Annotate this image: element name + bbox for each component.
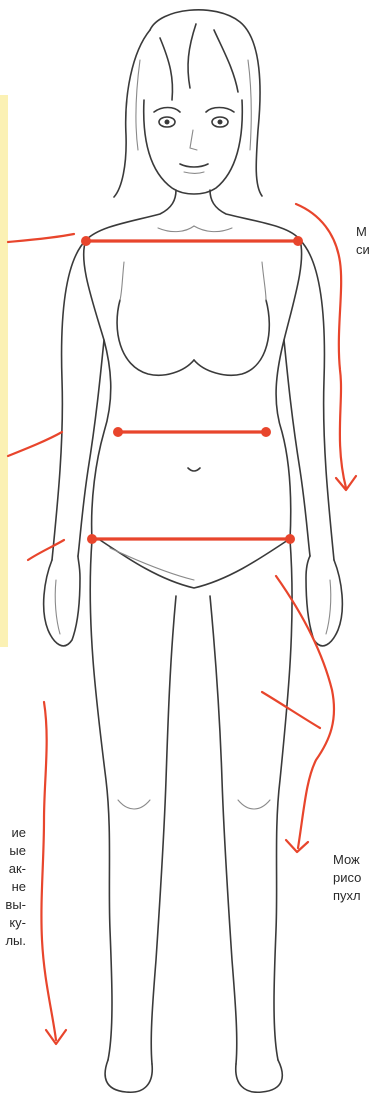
hip-dot-right [285, 534, 295, 544]
arrow-top-right [296, 204, 346, 488]
waist-dot-right [261, 427, 271, 437]
arrow-bottom-right-head [286, 840, 308, 852]
pointer-shoulder [8, 234, 74, 242]
annotation-top-right: М си [356, 223, 370, 259]
torso [84, 240, 302, 588]
left-arm [44, 240, 104, 646]
left-pointers [8, 234, 74, 560]
face [144, 100, 243, 194]
measure-lines [81, 236, 303, 544]
hip-dot-left [87, 534, 97, 544]
pointer-waist [8, 432, 62, 456]
pointer-hip [28, 540, 64, 560]
shoulder-dot-right [293, 236, 303, 246]
annotation-bottom-left: ие ые ак- не вы- ку- лы. [5, 824, 26, 950]
arrow-bottom-right [276, 576, 334, 848]
shoulder-dot-left [81, 236, 91, 246]
annotation-bottom-right: Мож рисо пухл [333, 851, 361, 905]
neck-shoulders [86, 190, 300, 240]
hair [114, 10, 262, 197]
arrow-bottom-right-branch [262, 692, 320, 728]
arrow-bottom-left [41, 702, 56, 1040]
legs [90, 540, 292, 1092]
waist-dot-left [113, 427, 123, 437]
